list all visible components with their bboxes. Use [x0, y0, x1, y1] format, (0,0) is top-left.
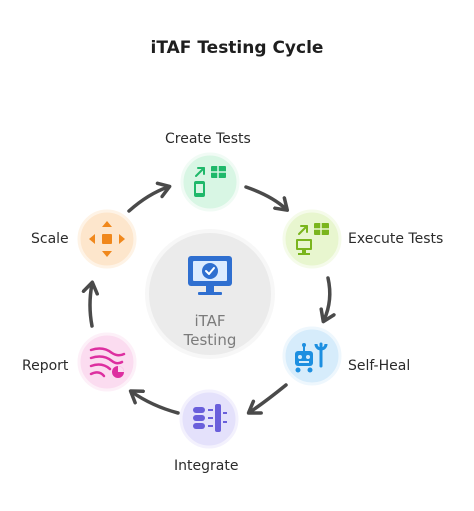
device-table-swap-icon [194, 165, 227, 197]
step-self-heal [282, 326, 342, 386]
step-label-report: Report [22, 358, 69, 374]
robot-wrench-icon [295, 342, 328, 373]
monitor-check-icon [188, 256, 232, 295]
arrow-execute-to-selfheal [319, 276, 336, 324]
center-label-line2: Testing [183, 331, 237, 349]
step-label-scale: Scale [31, 231, 69, 247]
step-label-create-tests: Create Tests [165, 131, 251, 147]
step-report [77, 332, 137, 392]
arrow-integrate-to-report [128, 389, 180, 415]
step-scale [77, 209, 137, 269]
step-label-self-heal: Self-Heal [348, 358, 411, 374]
data-stack-icon [193, 404, 227, 432]
report-waves-icon [89, 347, 126, 378]
step-create-tests [180, 152, 240, 212]
step-label-execute-tests: Execute Tests [348, 231, 444, 247]
arrow-scale-to-create [127, 181, 172, 213]
diagram-title: iTAF Testing Cycle [150, 38, 324, 58]
step-execute-tests [282, 209, 342, 269]
step-report-node [77, 332, 137, 392]
arrow-report-to-scale [81, 280, 99, 328]
center-label-line1: iTAF [194, 312, 226, 330]
expand-arrows-icon [89, 221, 125, 257]
arrow-selfheal-to-integrate [246, 383, 288, 415]
monitor-table-icon [296, 222, 330, 255]
arrow-create-to-execute [244, 185, 290, 212]
step-label-integrate: Integrate [174, 458, 239, 474]
step-execute-tests-node [282, 209, 342, 269]
step-create-tests-node [180, 152, 240, 212]
step-integrate [179, 389, 239, 449]
center-label: iTAF Testing [150, 312, 270, 350]
